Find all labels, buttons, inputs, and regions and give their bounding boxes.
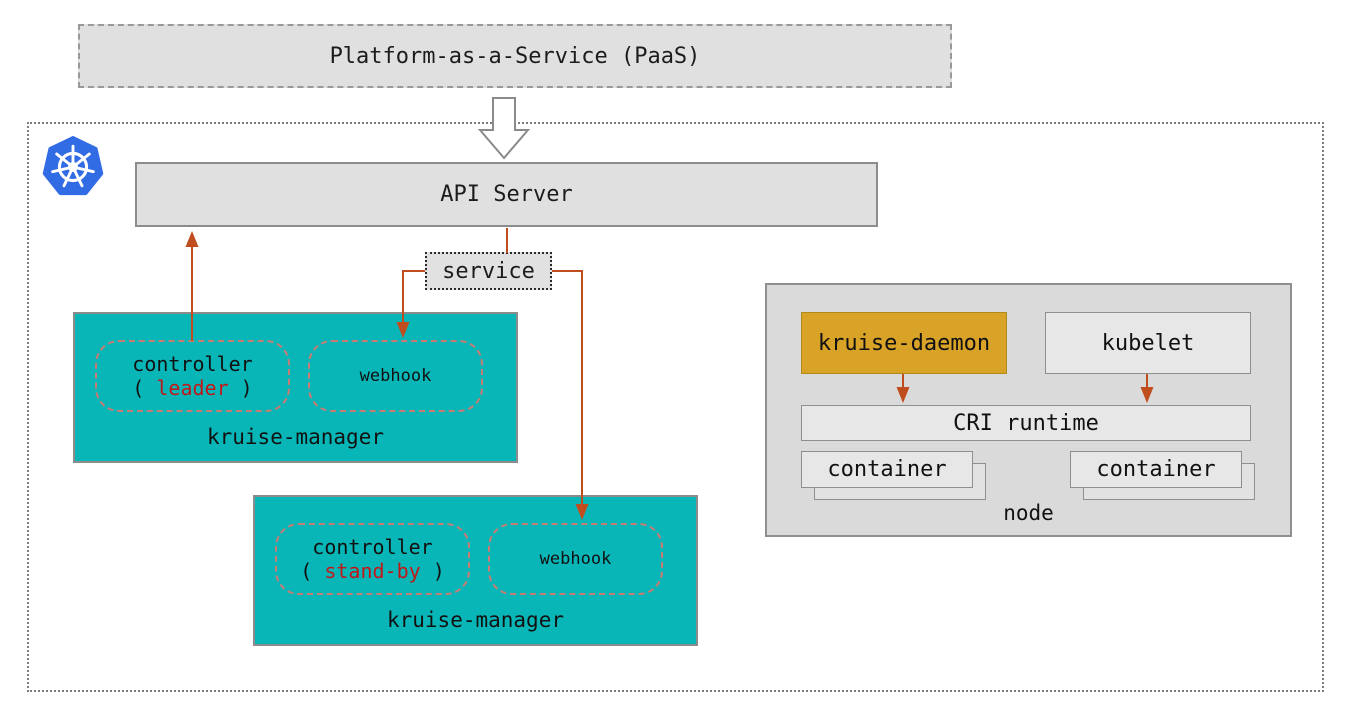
paas-box: Platform-as-a-Service (PaaS) <box>78 24 952 88</box>
controller-role-leader: leader <box>156 376 229 400</box>
container-box: container <box>1070 451 1242 488</box>
paren-close: ) <box>420 559 445 583</box>
webhook-label: webhook <box>359 365 432 386</box>
kruise-manager-label: kruise-manager <box>206 425 384 449</box>
kubelet-label: kubelet <box>1101 330 1195 356</box>
service-box: service <box>425 252 552 290</box>
kruise-daemon-label: kruise-daemon <box>817 330 991 356</box>
controller-role-standby: stand-by <box>324 559 421 583</box>
container-label: container <box>1096 457 1216 482</box>
controller-title: controller <box>132 352 253 376</box>
webhook-pill: webhook <box>488 523 663 595</box>
paren-close: ) <box>228 376 253 400</box>
kruise-daemon-box: kruise-daemon <box>801 312 1007 374</box>
service-label: service <box>442 258 535 284</box>
controller-role-line: ( stand-by ) <box>300 559 445 583</box>
kubernetes-logo-icon <box>42 136 104 196</box>
kruise-manager-standby-box: controller ( stand-by ) webhook kruise-m… <box>253 495 698 646</box>
api-server-label: API Server <box>440 182 573 207</box>
node-label: node <box>1003 501 1054 525</box>
kubelet-box: kubelet <box>1045 312 1251 374</box>
cri-runtime-box: CRI runtime <box>801 405 1251 441</box>
paren-open: ( <box>300 559 325 583</box>
api-server-box: API Server <box>135 162 878 227</box>
controller-role-line: ( leader ) <box>132 376 252 400</box>
controller-leader-pill: controller ( leader ) <box>95 340 290 412</box>
paren-open: ( <box>132 376 157 400</box>
controller-title: controller <box>312 535 433 559</box>
paas-label: Platform-as-a-Service (PaaS) <box>329 43 701 69</box>
kruise-manager-leader-box: controller ( leader ) webhook kruise-man… <box>73 312 518 463</box>
kubernetes-cluster-boundary <box>27 122 1324 692</box>
kruise-manager-label: kruise-manager <box>386 608 564 632</box>
controller-standby-pill: controller ( stand-by ) <box>275 523 470 595</box>
webhook-label: webhook <box>539 548 612 569</box>
container-label: container <box>827 457 947 482</box>
cri-runtime-label: CRI runtime <box>953 410 1099 436</box>
node-box: kruise-daemon kubelet CRI runtime contai… <box>765 283 1292 537</box>
container-box: container <box>801 451 973 488</box>
webhook-pill: webhook <box>308 340 483 412</box>
